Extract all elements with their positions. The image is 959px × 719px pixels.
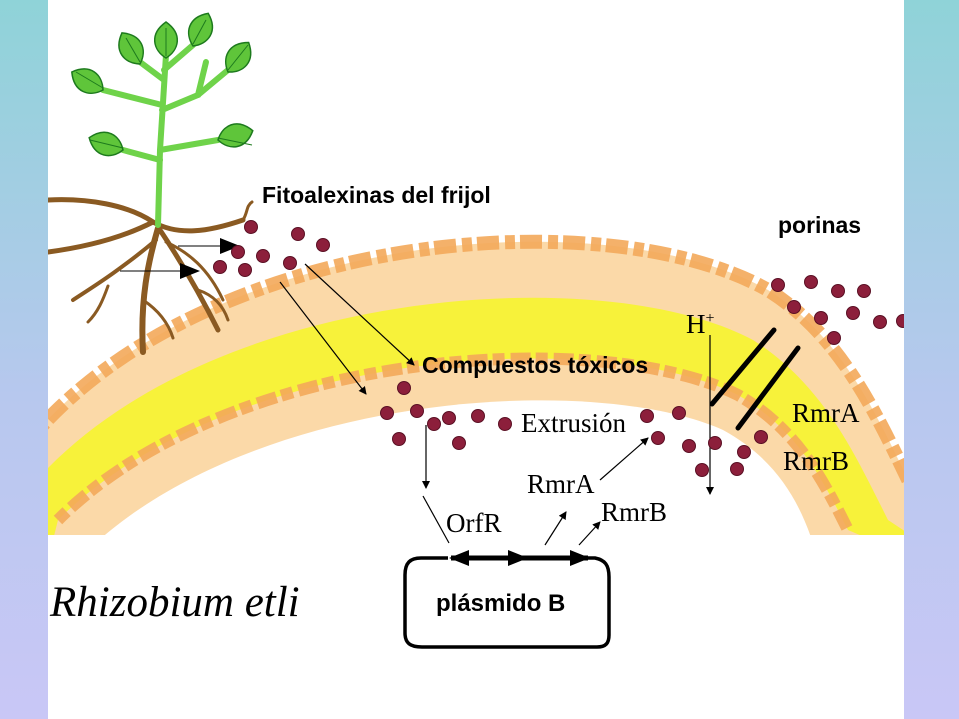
- label-plasmid-b: plásmido B: [436, 590, 566, 617]
- label-rmrb-membrane: RmrB: [783, 446, 850, 476]
- plasmid-b: [403, 550, 611, 649]
- label-extrusion: Extrusión: [521, 408, 626, 438]
- label-fitoalexinas: Fitoalexinas del frijol: [262, 182, 491, 208]
- label-rmra-membrane: RmrA: [792, 398, 860, 428]
- label-porinas: porinas: [778, 212, 862, 238]
- flow-arrows: [120, 238, 714, 546]
- leaf-veins: [75, 19, 253, 149]
- label-proton: H+: [686, 309, 715, 340]
- molecules: [213, 220, 904, 477]
- extrusion-molecules: [640, 406, 768, 477]
- proton-charge: +: [705, 310, 715, 327]
- plant-roots: [48, 197, 254, 355]
- porin-channel: [709, 327, 801, 431]
- porin-molecules: [771, 275, 904, 345]
- periplasm-molecules: [380, 381, 512, 450]
- fitoalexina-molecules: [213, 220, 330, 277]
- label-orfr: OrfR: [446, 508, 502, 538]
- plant-stem: [100, 42, 231, 228]
- bean-plant: [48, 12, 254, 355]
- slide: Fitoalexinas del frijol porinas Compuest…: [48, 0, 904, 719]
- label-species: Rhizobium etli: [50, 579, 300, 626]
- proton-base: H: [686, 309, 706, 339]
- label-rmra-cytoplasm: RmrA: [527, 469, 595, 499]
- label-compuestos-toxicos: Compuestos tóxicos: [422, 352, 649, 378]
- label-rmrb-cytoplasm: RmrB: [601, 497, 668, 527]
- diagram-canvas: [48, 12, 904, 649]
